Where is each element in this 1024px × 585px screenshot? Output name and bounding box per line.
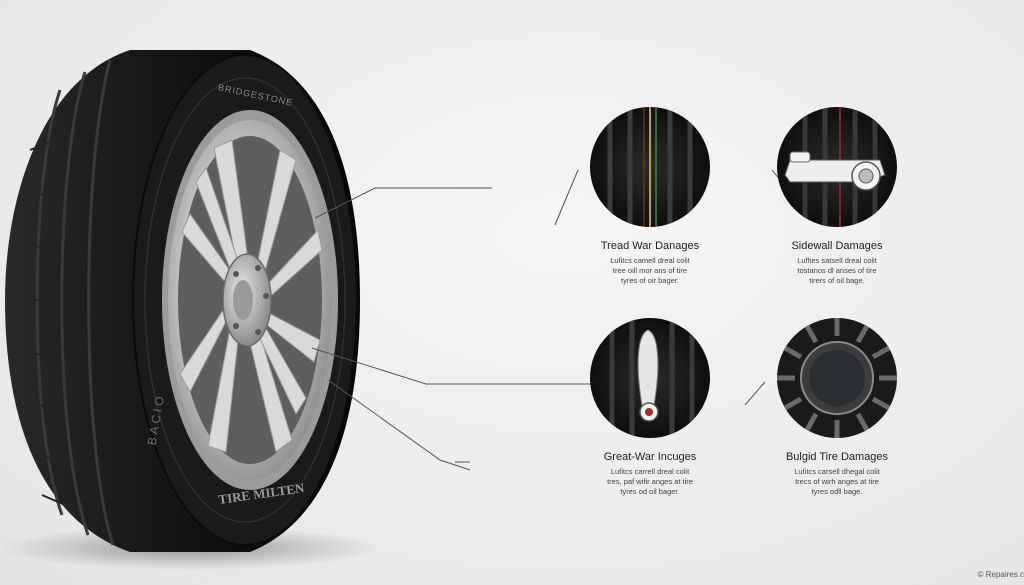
center-cap <box>233 280 253 320</box>
callout-line: tyres od oil bager. <box>620 487 680 496</box>
callout-line: Lufltes satsell dreal colit <box>797 256 877 265</box>
callout-line: tres, paf wifir anges at tire <box>607 477 693 486</box>
callout-line: Lufitcs camell dreal colit <box>610 256 690 265</box>
callout-line: tirers of oil bage. <box>809 276 865 285</box>
tread-gauge-icon <box>590 318 710 438</box>
callout-description: Lufitcs carsell dhegal colit trecs of wi… <box>752 467 922 497</box>
leader-line-1b <box>554 169 579 226</box>
callout-description: Lufitcs camell dreal colit tree oill mor… <box>565 256 735 286</box>
callout-line: Lufitcs carrell dreal colit <box>610 467 690 476</box>
lug-nuts <box>233 265 269 335</box>
leader-lines <box>311 169 781 471</box>
tread-blocks <box>17 139 66 506</box>
tread-closeup-icon <box>590 107 710 227</box>
callout-title: Tread War Danages <box>600 240 700 252</box>
leader-line-1 <box>314 187 492 219</box>
callout-title: Sidewall Damages <box>791 240 883 252</box>
bulge-wheel-icon <box>777 318 897 438</box>
tire: TIRE MILTEN BRIDGESTONE BACIO <box>5 50 360 552</box>
leader-line-5 <box>744 381 766 406</box>
callout-description: Lufitcs carrell dreal colit tres, paf wi… <box>565 467 735 497</box>
rim-spokes <box>179 139 323 453</box>
callout-line: Lufitcs carsell dhegal colit <box>794 467 880 476</box>
callout-line: tostanos dl anses of tire <box>797 266 877 275</box>
callout-title: Great-War Incuges <box>603 451 697 463</box>
callout-line: tyres odll bage. <box>811 487 863 496</box>
callout-line: trecs of wirh anges at tire <box>795 477 879 486</box>
alloy-rim <box>162 110 338 490</box>
leader-line-2 <box>311 347 592 385</box>
callout-description: Lufltes satsell dreal colit tostanos dl … <box>752 256 922 286</box>
watermark: © Repaires.c <box>977 570 1024 579</box>
sidewall-inner-ring <box>144 77 346 523</box>
callout-line: tyres of oir bager. <box>621 276 679 285</box>
callout-line: tree oill mor ans of tire <box>612 266 688 275</box>
leader-line-3 <box>327 379 471 471</box>
sidewall-tool-icon <box>777 107 897 227</box>
callout-title: Bulgid Tire Damages <box>785 451 889 463</box>
